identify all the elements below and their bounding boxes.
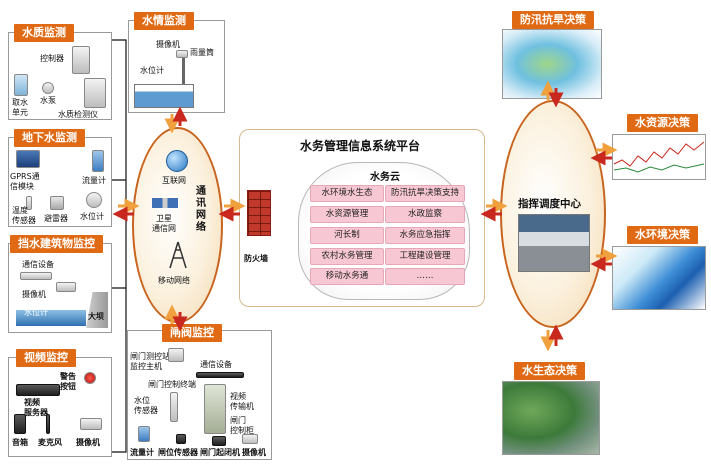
service-more: …… — [385, 268, 465, 285]
service-water-supervision[interactable]: 水政监察 — [385, 206, 465, 223]
gate-flowmeter-device — [138, 426, 150, 442]
gate-hoist-label: 闸门起闭机 — [200, 448, 240, 457]
flood-decision-title: 防汛抗旱决策 — [512, 11, 594, 29]
network-title: 通讯网络 — [196, 186, 206, 233]
command-center-title: 指挥调度中心 — [518, 198, 581, 210]
hydrology-camera-label: 摄像机 — [156, 40, 180, 49]
gate-flowmeter-label: 流量计 — [130, 448, 154, 457]
platform-title: 水务管理信息系统平台 — [300, 139, 421, 153]
environment-decision-map — [612, 246, 706, 310]
hydrology-camera-device — [176, 50, 188, 58]
gate-level-sensor-device — [170, 392, 178, 422]
temperature-sensor-device — [26, 196, 32, 210]
microphone-label: 麦克风 — [38, 438, 62, 447]
video-server-device — [16, 384, 60, 396]
service-flood-decision[interactable]: 防汛抗旱决策支持 — [385, 185, 465, 202]
mobile-label: 移动网络 — [158, 276, 190, 285]
dam-comm-device-label: 通信设备 — [22, 260, 54, 269]
rain-gauge-label: 雨量筒 — [190, 48, 214, 57]
dam-label: 大坝 — [88, 312, 104, 321]
service-water-resources[interactable]: 水资源管理 — [310, 206, 384, 223]
water-quality-analyzer-label: 水质检测仪 — [58, 110, 98, 119]
gate-comm-device — [196, 372, 244, 378]
water-quality-analyzer-device — [84, 78, 106, 108]
dam-water — [16, 310, 86, 326]
speaker-device — [14, 414, 26, 434]
ecology-decision-title: 水生态决策 — [514, 362, 585, 380]
video-camera-label: 摄像机 — [76, 438, 100, 447]
service-construction[interactable]: 工程建设管理 — [385, 248, 465, 265]
gate-camera-device — [242, 434, 258, 444]
internet-icon — [166, 150, 188, 172]
alarm-button-device — [84, 372, 96, 384]
hydrology-water-tank — [134, 84, 194, 108]
hydrology-level-gauge-label: 水位计 — [140, 66, 164, 75]
dam-camera-device — [56, 282, 76, 292]
video-server-label: 视频 服务器 — [24, 398, 48, 417]
flowmeter-device — [92, 150, 104, 172]
flowmeter-label: 流量计 — [82, 176, 106, 185]
satellite-icon — [152, 198, 178, 208]
water-level-gauge-device — [86, 192, 102, 208]
microphone-device — [46, 414, 50, 434]
gate-video-transmitter-device — [204, 384, 226, 434]
resources-chart-line — [613, 141, 705, 173]
dam-title: 挡水建筑物监控 — [10, 235, 103, 253]
gate-level-sensor-label: 水位 传感器 — [134, 396, 158, 415]
gate-position-sensor-label: 闸位传感器 — [158, 448, 198, 457]
water-level-gauge-label: 水位计 — [80, 212, 104, 221]
command-center-photo — [518, 214, 590, 272]
gate-hoist-device — [212, 436, 226, 446]
pump-device — [42, 82, 54, 94]
speaker-label: 音箱 — [12, 438, 28, 447]
dam-camera-label: 摄像机 — [22, 290, 46, 299]
video-title: 视频监控 — [16, 349, 76, 367]
service-emergency-command[interactable]: 水务应急指挥 — [385, 227, 465, 244]
mobile-tower-icon — [169, 241, 187, 269]
lightning-arrester-label: 避雷器 — [44, 214, 68, 223]
lightning-arrester-device — [50, 196, 64, 210]
cloud-title: 水务云 — [370, 172, 400, 183]
service-water-environment[interactable]: 水环境水生态 — [310, 185, 384, 202]
environment-decision-title: 水环境决策 — [627, 226, 698, 244]
intake-unit-label: 取水 单元 — [12, 98, 28, 117]
hydrology-title: 水情监测 — [134, 12, 194, 30]
dam-structure — [86, 292, 108, 328]
gate-comm-device-label: 通信设备 — [200, 360, 232, 369]
hydrology-pole — [182, 58, 185, 100]
satellite-label: 卫星 通信网 — [152, 214, 176, 233]
pump-label: 水泵 — [40, 96, 56, 105]
temperature-sensor-label: 温度 传感器 — [12, 206, 36, 225]
dam-comm-device — [20, 272, 52, 280]
gprs-module-label: GPRS通 信模块 — [10, 172, 40, 191]
groundwater-title: 地下水监测 — [14, 129, 85, 147]
alarm-button-label: 警告 按钮 — [60, 372, 76, 391]
service-mobile-water[interactable]: 移动水务通 — [310, 268, 384, 285]
ecology-decision-photo — [502, 381, 600, 455]
intake-unit-device — [14, 74, 28, 96]
gate-position-sensor-device — [176, 434, 186, 444]
firewall-icon — [247, 190, 271, 236]
service-rural-water[interactable]: 农村水务管理 — [310, 248, 384, 265]
resources-decision-title: 水资源决策 — [627, 114, 698, 132]
resources-decision-chart — [612, 134, 706, 180]
controller-device — [72, 46, 90, 74]
gate-station-host-device — [168, 348, 184, 362]
firewall-label: 防火墙 — [244, 254, 268, 263]
gate-video-transmitter-label: 视频 传输机 — [230, 392, 254, 411]
gate-camera-label: 摄像机 — [242, 448, 266, 457]
water-quality-title: 水质监测 — [14, 24, 74, 42]
gate-station-host-label: 闸门测控站 监控主机 — [130, 352, 170, 371]
gate-control-terminal-label: 闸门控制终端 — [148, 380, 196, 389]
controller-label: 控制器 — [40, 54, 64, 63]
gate-control-cabinet-label: 闸门 控制柜 — [230, 416, 254, 435]
internet-label: 互联网 — [162, 176, 186, 185]
dam-level-gauge-label: 水位计 — [24, 308, 48, 317]
gprs-module-device — [16, 150, 40, 168]
video-camera-device — [80, 418, 102, 430]
service-river-chief[interactable]: 河长制 — [310, 227, 384, 244]
